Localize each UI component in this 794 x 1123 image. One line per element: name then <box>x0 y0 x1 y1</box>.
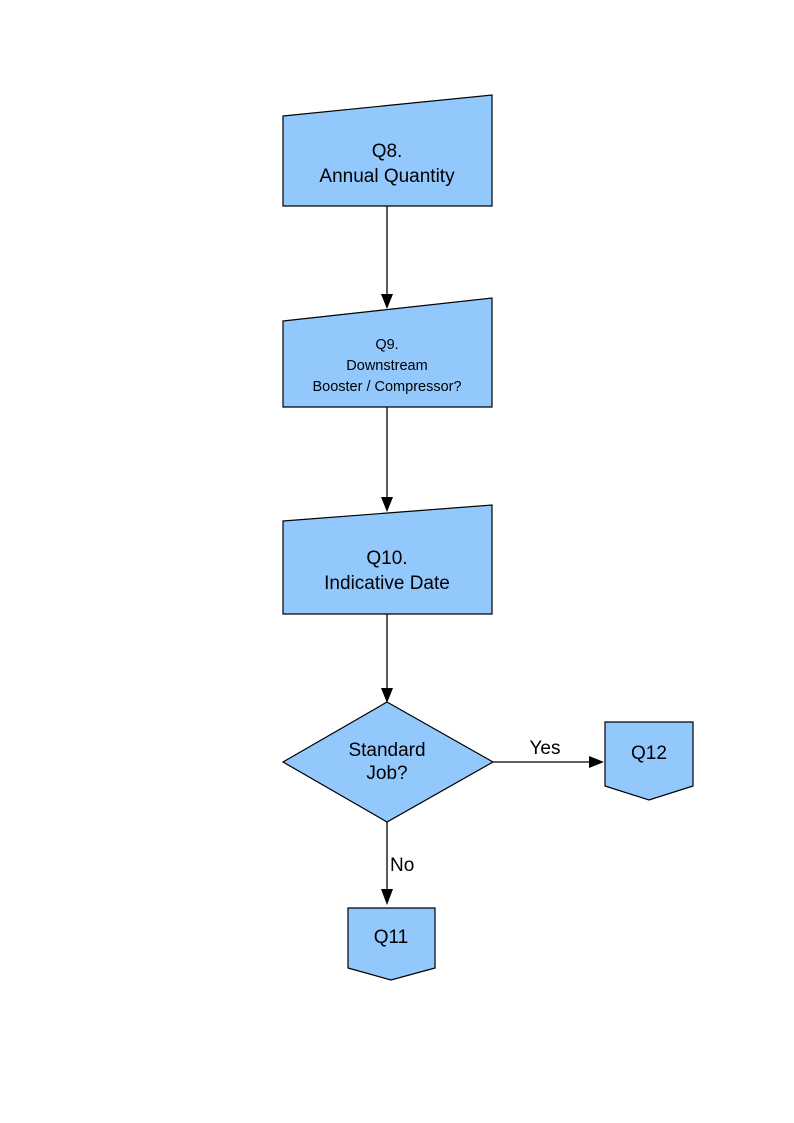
q12-label: Q12 <box>631 743 667 764</box>
q8-label-line1: Q8. <box>372 141 403 162</box>
q12-shape <box>604 721 694 801</box>
edge-no-arrowhead <box>381 889 393 905</box>
q9-label-line2: Downstream <box>346 358 427 374</box>
edge-yes-arrowhead <box>589 756 604 768</box>
q10-shape <box>282 504 493 615</box>
node-decision-standard-job[interactable]: Standard Job? <box>281 701 495 823</box>
q11-shape <box>347 907 436 981</box>
edge-q9-q10-arrowhead <box>381 497 393 512</box>
edge-q9-to-q10 <box>381 407 393 512</box>
node-q12[interactable]: Q12 <box>604 721 694 801</box>
edge-q10-to-decision <box>381 614 393 703</box>
q8-shape <box>282 94 493 207</box>
edge-q8-to-q9 <box>381 206 393 309</box>
q8-label-line2: Annual Quantity <box>319 166 455 187</box>
decision-label-line2: Job? <box>366 763 407 784</box>
node-q8[interactable]: Q8. Annual Quantity <box>282 94 493 207</box>
edge-label-yes: Yes <box>530 738 561 759</box>
q9-label-line3: Booster / Compressor? <box>312 379 461 395</box>
node-q11[interactable]: Q11 <box>347 907 436 981</box>
decision-shape <box>281 701 495 823</box>
q9-label-line1: Q9. <box>375 337 398 353</box>
edge-q10-decision-arrowhead <box>381 688 393 703</box>
edge-label-no: No <box>390 855 414 876</box>
q9-shape <box>282 297 493 408</box>
edge-decision-to-q11: No <box>381 822 414 905</box>
node-q9[interactable]: Q9. Downstream Booster / Compressor? <box>282 297 493 408</box>
decision-label-line1: Standard <box>348 740 425 761</box>
q10-label-line1: Q10. <box>366 548 407 569</box>
q10-label-line2: Indicative Date <box>324 573 450 594</box>
edge-q8-q9-arrowhead <box>381 294 393 309</box>
node-q10[interactable]: Q10. Indicative Date <box>282 504 493 615</box>
edge-decision-to-q12: Yes <box>493 738 604 768</box>
q11-label: Q11 <box>374 927 409 948</box>
